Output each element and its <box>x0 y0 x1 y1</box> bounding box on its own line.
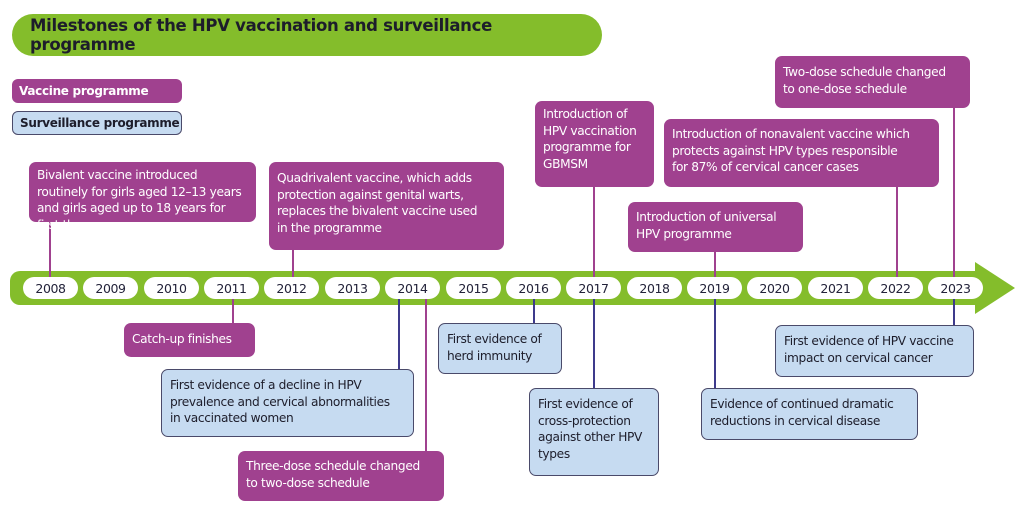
surveillance-event-2019: Evidence of continued dramatic reduction… <box>701 388 918 440</box>
event-text-line: replaces the bivalent vaccine used <box>277 204 478 218</box>
event-text-line: HPV programme <box>636 226 732 241</box>
event-text-line: Quadrivalent vaccine, which adds <box>277 171 472 185</box>
event-text-line: Introduction of nonavalent vaccine which <box>672 127 910 141</box>
event-text-line: programme for <box>543 140 631 154</box>
diagram-title: Milestones of the HPV vaccination and su… <box>12 14 602 56</box>
vaccine-event-2011: Catch-up finishes <box>124 323 255 357</box>
surveillance-event-2014: First evidence of a decline in HPV preva… <box>161 369 414 437</box>
connector-vaccine-2022 <box>896 186 898 280</box>
year-2017: 2017 <box>566 277 621 299</box>
surveillance-event-2017: First evidence of cross-protection again… <box>529 388 659 476</box>
vaccine-event-2008: Bivalent vaccine introduced routinely fo… <box>29 162 256 232</box>
year-2021: 2021 <box>808 277 863 299</box>
event-text-line: GBMSM <box>543 156 588 171</box>
legend-surveillance-programme: Surveillance programme <box>12 111 182 135</box>
vaccine-event-2023: Two-dose schedule changed to one-dose sc… <box>775 56 970 108</box>
event-text-line: HPV vaccination <box>543 123 637 138</box>
year-2019: 2019 <box>687 277 742 299</box>
year-2008: 2008 <box>23 277 78 299</box>
event-text-line: Introduction of <box>543 107 628 121</box>
connector-surveillance-2014 <box>398 296 400 370</box>
event-text-line: Introduction of universal <box>636 210 777 224</box>
year-2020: 2020 <box>747 277 802 299</box>
vaccine-event-2014: Three-dose schedule changed to two-dose … <box>238 451 444 501</box>
connector-vaccine-2011 <box>232 296 234 326</box>
surveillance-event-2016: First evidence of herd immunity <box>438 323 562 374</box>
year-2015: 2015 <box>446 277 501 299</box>
surveillance-event-2023: First evidence of HPV vaccine impact on … <box>775 325 974 377</box>
event-text-line: types <box>538 446 570 461</box>
event-text-line: First evidence of <box>538 397 633 411</box>
year-2023: 2023 <box>928 277 983 299</box>
event-text-line: to one-dose schedule <box>783 81 907 96</box>
event-text-line: in the programme <box>277 220 382 235</box>
connector-vaccine-2014 <box>425 296 427 452</box>
year-2012: 2012 <box>264 277 319 299</box>
event-text-line: cross-protection <box>538 413 631 428</box>
event-text-line: against other HPV <box>538 430 643 444</box>
connector-vaccine-2008 <box>49 220 51 280</box>
vaccine-event-2017: Introduction of HPV vaccination programm… <box>535 101 654 187</box>
event-text-line: Catch-up finishes <box>132 332 232 346</box>
connector-surveillance-2019 <box>714 296 716 388</box>
year-2013: 2013 <box>325 277 380 299</box>
event-text-line: prevalence and cervical abnormalities <box>170 394 390 409</box>
event-text-line: to two-dose schedule <box>246 475 370 490</box>
connector-vaccine-2012 <box>292 248 294 280</box>
year-2014: 2014 <box>385 277 440 299</box>
event-text-line: First evidence of a decline in HPV <box>170 378 362 392</box>
event-text-line: Two-dose schedule changed <box>783 65 946 79</box>
connector-surveillance-2016 <box>533 296 535 324</box>
event-text-line: First evidence of HPV vaccine <box>784 334 954 348</box>
connector-vaccine-2019 <box>714 250 716 280</box>
event-text-line: reductions in cervical disease <box>710 413 880 428</box>
event-text-line: First evidence of <box>447 332 542 346</box>
connector-surveillance-2017 <box>593 296 595 388</box>
event-text-line: first three years <box>37 217 129 232</box>
event-text-line: Bivalent vaccine introduced <box>37 168 198 182</box>
event-text-line: Evidence of continued dramatic <box>710 397 894 411</box>
year-2016: 2016 <box>506 277 561 299</box>
legend-vaccine-programme: Vaccine programme <box>12 79 182 103</box>
vaccine-event-2012: Quadrivalent vaccine, which adds protect… <box>269 162 504 250</box>
connector-vaccine-2017 <box>593 186 595 280</box>
event-text-line: routinely for girls aged 12–13 years <box>37 184 242 199</box>
event-text-line: in vaccinated women <box>170 411 294 425</box>
year-2009: 2009 <box>83 277 138 299</box>
year-2010: 2010 <box>144 277 199 299</box>
vaccine-event-2019: Introduction of universal HPV programme <box>628 202 803 252</box>
year-2018: 2018 <box>627 277 682 299</box>
event-text-line: protects against HPV types responsible <box>672 143 898 158</box>
event-text-line: for 87% of cervical cancer cases <box>672 160 859 174</box>
event-text-line: protection against genital warts, <box>277 187 464 202</box>
year-2011: 2011 <box>204 277 259 299</box>
connector-surveillance-2023 <box>953 296 955 326</box>
connector-vaccine-2023 <box>953 106 955 280</box>
event-text-line: and girls aged up to 18 years for <box>37 201 226 215</box>
year-2022: 2022 <box>868 277 923 299</box>
event-text-line: herd immunity <box>447 348 533 363</box>
event-text-line: Three-dose schedule changed <box>246 459 420 473</box>
vaccine-event-2022: Introduction of nonavalent vaccine which… <box>664 119 939 187</box>
event-text-line: impact on cervical cancer <box>784 350 933 365</box>
